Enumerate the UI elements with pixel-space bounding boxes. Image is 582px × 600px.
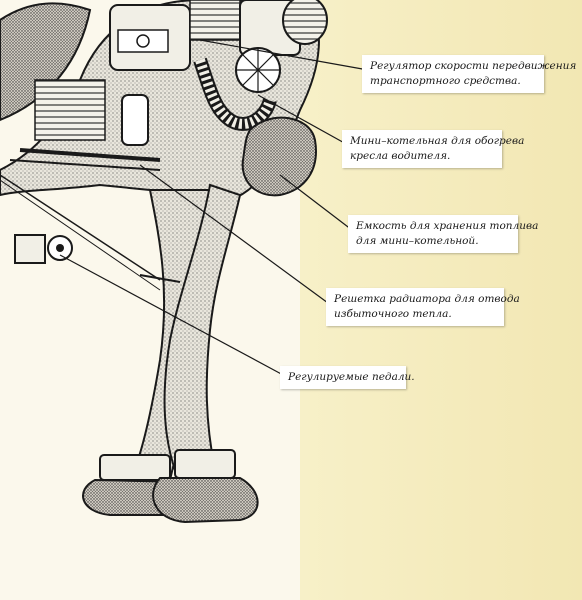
leader-mini-boiler: [257, 94, 349, 146]
radiator-grille-drawing: [34, 79, 106, 141]
label-line: для мини–котельной.: [356, 235, 479, 247]
label-line: Регулируемые педали.: [288, 371, 415, 383]
boiler-bag: [241, 116, 317, 197]
label-fuel-tank: Емкость для хранения топлива для мини–ко…: [348, 215, 539, 253]
label-line: Регулятор скорости передвижения: [370, 60, 577, 72]
label-line: Емкость для хранения топлива: [356, 220, 539, 232]
label-line: избыточного тепла.: [334, 308, 452, 320]
label-mini-boiler: Мини–котельная для обогрева кресла водит…: [342, 130, 525, 168]
label-line: Мини–котельная для обогрева: [350, 135, 525, 147]
saddle: [0, 2, 92, 122]
label-line: Решетка радиатора для отвода: [334, 293, 520, 305]
label-speed-regulator: Регулятор скорости передвижения транспор…: [362, 55, 577, 93]
camel-foot-right: [152, 477, 259, 524]
leader-radiator: [139, 164, 329, 304]
leader-pedals: [59, 254, 286, 377]
label-radiator-grille: Решетка радиатора для отвода избыточного…: [326, 288, 520, 326]
label-pedals: Регулируемые педали.: [280, 366, 415, 389]
label-line: транспортного средства.: [370, 75, 521, 87]
label-line: кресла водителя.: [350, 150, 451, 162]
leader-fuel-tank: [279, 174, 353, 231]
leader-speed-regulator: [199, 39, 369, 71]
